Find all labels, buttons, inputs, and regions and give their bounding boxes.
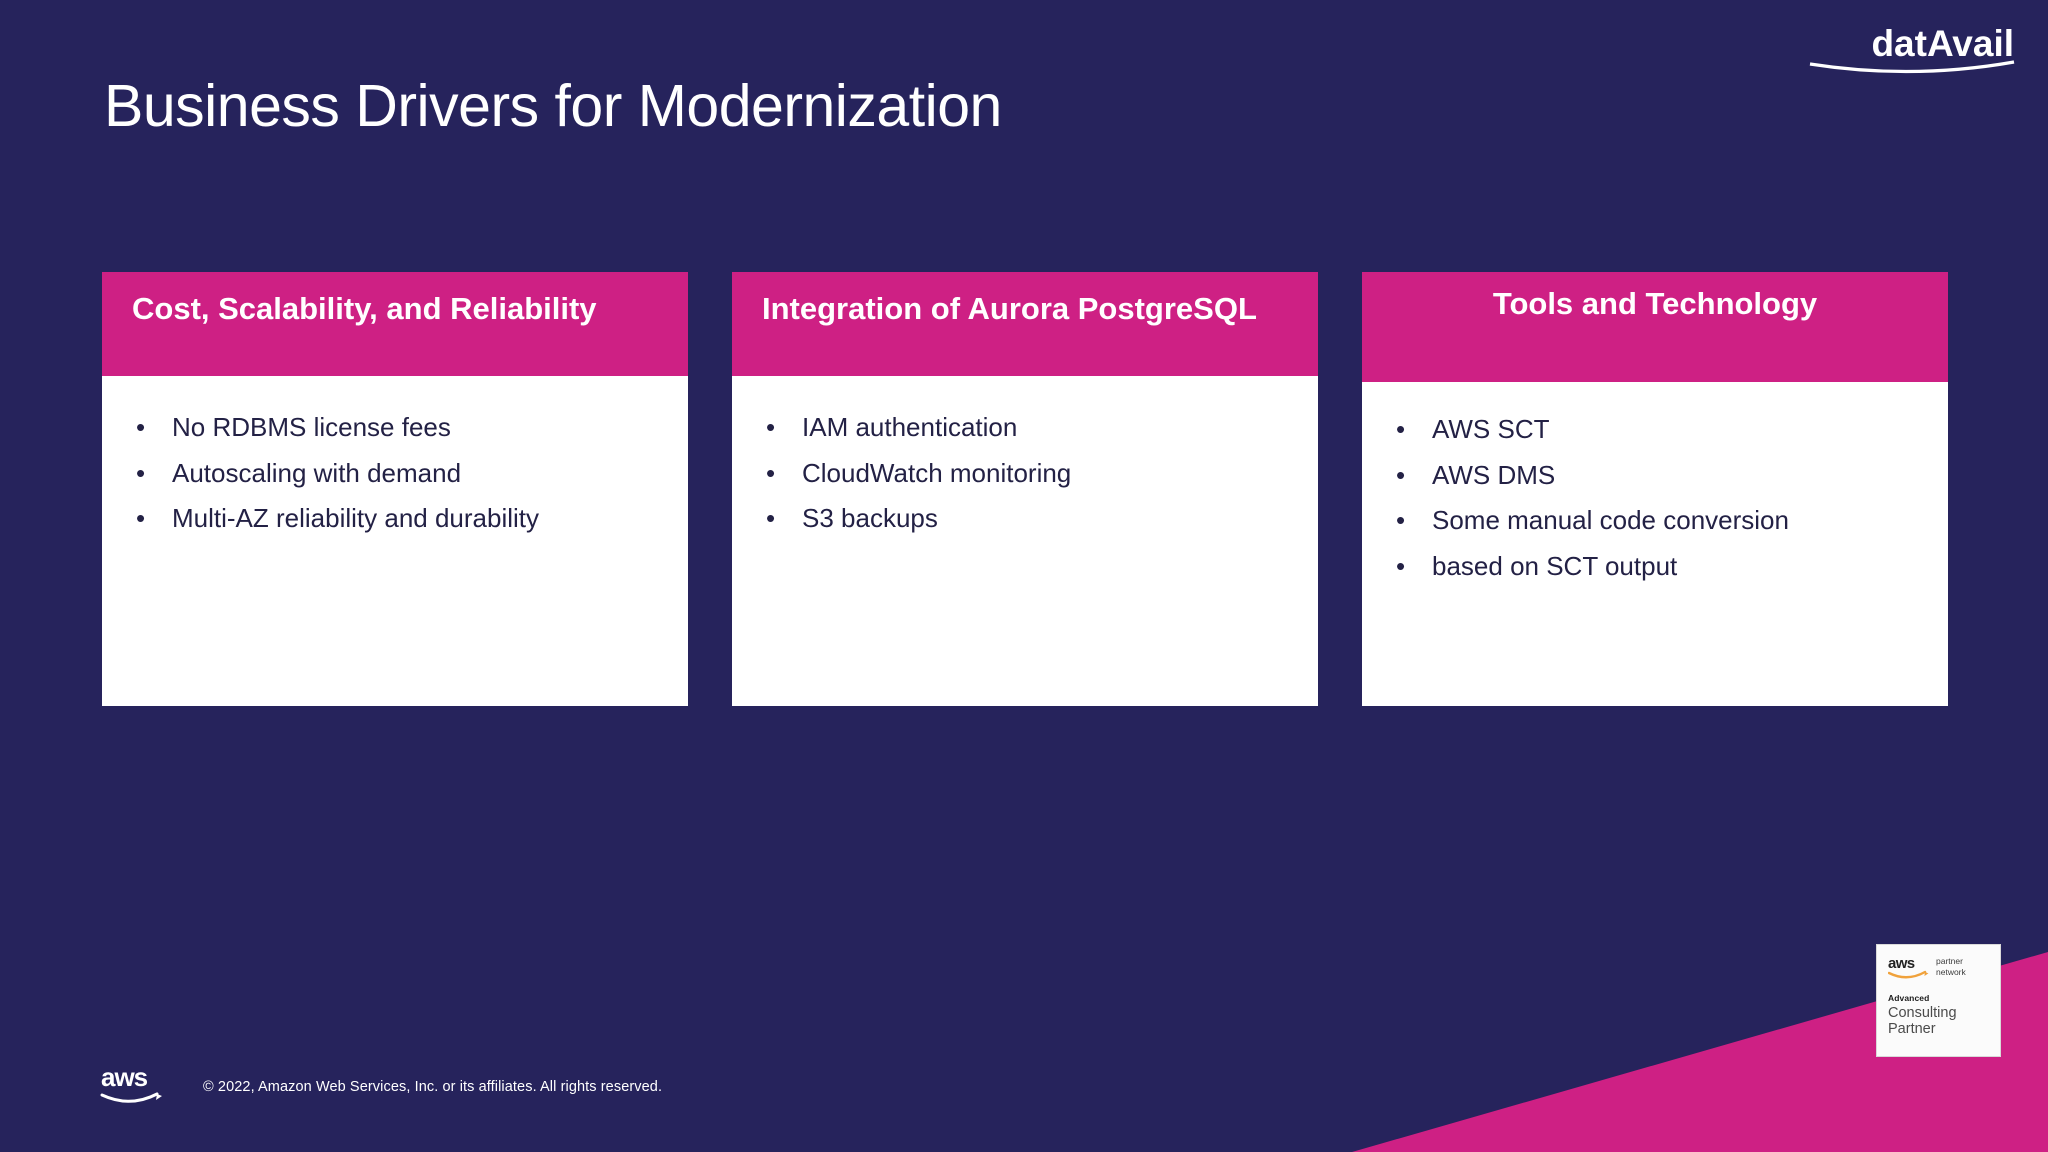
bullet-icon: • (136, 457, 146, 488)
card-tools-and-technology: Tools and Technology • AWS SCT • AWS DMS… (1362, 272, 1948, 706)
card-heading: Tools and Technology (1362, 272, 1948, 382)
aws-partner-badge: aws partner network Advanced Consulting … (1876, 944, 2001, 1057)
partner-word: partner (1936, 956, 1963, 966)
list-item: • Autoscaling with demand (128, 456, 664, 491)
bullet-icon: • (1396, 505, 1406, 536)
list-item: • Some manual code conversion (1388, 503, 1924, 538)
bullet-icon: • (1396, 414, 1406, 444)
bullet-icon: • (766, 503, 776, 534)
list-item: • S3 backups (758, 501, 1294, 536)
bullet-icon: • (1396, 459, 1406, 490)
partner-tier-label: Advanced (1888, 993, 1930, 1003)
card-heading: Cost, Scalability, and Reliability (102, 272, 688, 376)
aws-logo-icon: aws (1888, 955, 1929, 979)
card-body: • AWS SCT • AWS DMS • Some manual code c… (1362, 382, 1948, 706)
list-item-label: S3 backups (802, 503, 938, 534)
list-item: • AWS SCT (1388, 412, 1924, 447)
aws-logo-icon: aws (100, 1062, 162, 1103)
svg-text:aws: aws (101, 1062, 148, 1092)
card-body: • IAM authentication • CloudWatch monito… (732, 376, 1318, 706)
list-item-label: IAM authentication (802, 412, 1018, 442)
svg-text:aws: aws (1888, 955, 1915, 972)
list-item: • IAM authentication (758, 410, 1294, 445)
list-item-label: based on SCT output (1432, 550, 1678, 581)
list-item: • Multi-AZ reliability and durability (128, 501, 664, 536)
cards-row: Cost, Scalability, and Reliability • No … (102, 272, 1948, 706)
list-item: • No RDBMS license fees (128, 410, 664, 445)
page-title: Business Drivers for Modernization (104, 73, 1002, 139)
list-item-label: AWS DMS (1432, 459, 1556, 490)
card-body: • No RDBMS license fees • Autoscaling wi… (102, 376, 688, 706)
network-word: network (1936, 966, 1966, 977)
bullet-list: • AWS SCT • AWS DMS • Some manual code c… (1388, 412, 1924, 583)
list-item-label: No RDBMS license fees (172, 412, 451, 442)
partner-role-line-1: Consulting (1888, 1005, 1957, 1021)
partner-badge-top: aws partner network (1888, 954, 1990, 980)
bullet-icon: • (766, 457, 776, 488)
card-heading: Integration of Aurora PostgreSQL (732, 272, 1318, 376)
bullet-list: • No RDBMS license fees • Autoscaling wi… (128, 410, 664, 536)
list-item-label: Autoscaling with demand (172, 457, 462, 488)
bullet-list: • IAM authentication • CloudWatch monito… (758, 410, 1294, 536)
list-item: • CloudWatch monitoring (758, 456, 1294, 491)
card-cost-scalability-reliability: Cost, Scalability, and Reliability • No … (102, 272, 688, 706)
datavail-logo: datAvail (1809, 23, 2015, 74)
card-integration-aurora-postgresql: Integration of Aurora PostgreSQL • IAM a… (732, 272, 1318, 706)
list-item-label: AWS SCT (1432, 414, 1550, 444)
bullet-icon: • (766, 412, 776, 442)
list-item: • based on SCT output (1388, 549, 1924, 584)
copyright-text: © 2022, Amazon Web Services, Inc. or its… (203, 1079, 663, 1095)
bullet-icon: • (136, 503, 146, 534)
partner-role-label: Consulting Partner (1888, 1005, 1990, 1037)
partner-network-label: partner network (1936, 954, 1966, 978)
bullet-icon: • (1396, 550, 1406, 581)
list-item-label: Multi-AZ reliability and durability (172, 503, 540, 534)
list-item-label: CloudWatch monitoring (802, 457, 1072, 488)
list-item-label: Some manual code conversion (1432, 505, 1789, 536)
list-item: • AWS DMS (1388, 458, 1924, 493)
svg-text:datAvail: datAvail (1871, 23, 2014, 64)
partner-role-line-2: Partner (1888, 1021, 1936, 1038)
bullet-icon: • (136, 412, 146, 442)
